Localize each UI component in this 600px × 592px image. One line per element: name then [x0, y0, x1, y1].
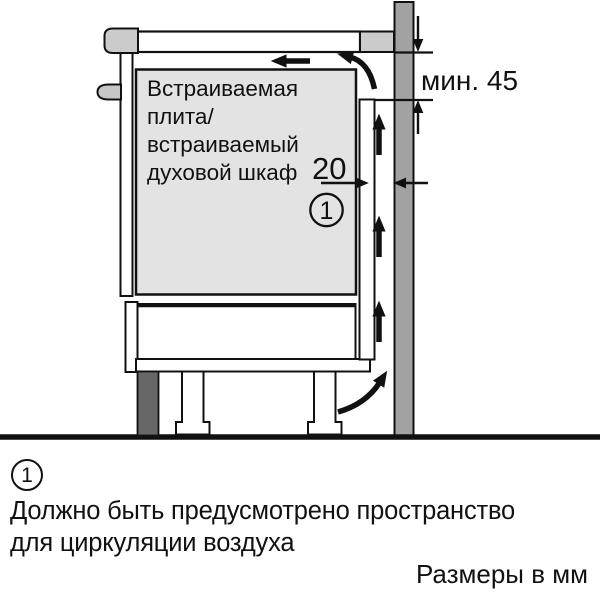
appliance-label-line-4: духовой шкаф	[147, 160, 297, 185]
appliance-label-line-3: встраиваемый	[147, 132, 299, 157]
appliance-label-line-2: плита/	[147, 104, 214, 129]
cabinet-leg-right	[307, 370, 343, 436]
oven-door-front	[119, 52, 134, 297]
worktop-right-section	[359, 30, 395, 53]
oven-body	[134, 68, 358, 296]
airflow-curve-bottom-icon	[337, 370, 388, 415]
wall	[393, 1, 415, 438]
cabinet-base-rail	[135, 358, 371, 373]
footnote-text-line-1: Должно быть предусмотрено пространство	[10, 497, 516, 525]
hob-front-edge	[103, 27, 139, 54]
footnote-text-line-2: для циркуляции воздуха	[10, 529, 295, 557]
gap-dimension-value: 20	[312, 151, 346, 186]
plinth-panel	[136, 370, 160, 437]
side-panel	[358, 98, 376, 361]
lower-compartment	[136, 303, 357, 360]
installation-diagram: Встраиваемая плита/ встраиваемый духовой…	[0, 1, 600, 440]
clearance-dimension-value: мин. 45	[421, 65, 518, 96]
cabinet-leg-left	[175, 370, 211, 436]
oven-handle-icon	[96, 83, 122, 101]
airflow-curve-top-icon	[337, 51, 378, 90]
units-note: Размеры в мм	[415, 559, 588, 589]
callout-circle	[309, 192, 344, 228]
callout-number: 1	[320, 197, 334, 225]
footnote-marker-circle: 1	[11, 459, 43, 491]
footnote-marker-number: 1	[21, 463, 33, 487]
appliance-label-line-1: Встраиваемая	[147, 76, 298, 101]
worktop-hob-section	[132, 30, 362, 54]
